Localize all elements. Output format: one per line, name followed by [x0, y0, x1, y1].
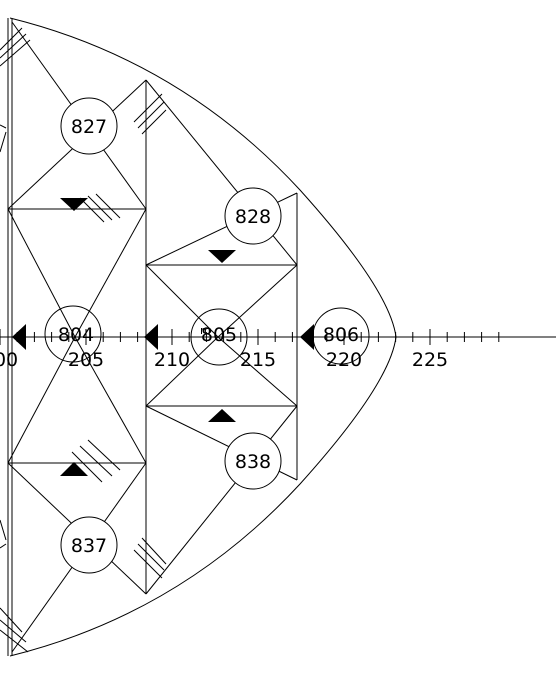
axis-tick-label: 220: [326, 349, 362, 371]
circle-827: [60, 97, 118, 155]
circle-804: [44, 305, 102, 363]
circle-805: [190, 308, 248, 366]
circle-806: [312, 307, 370, 365]
triangle-down-right: [208, 250, 236, 263]
axis-tick-labels: 200 205 210 215 220 225: [0, 349, 448, 371]
axis-tick-label: 210: [154, 349, 190, 371]
node-label-838: 838: [235, 451, 271, 473]
circle-837: [60, 516, 118, 574]
axis-tick-label: 200: [0, 349, 18, 371]
truss-members: [0, 21, 298, 653]
node-circles: [44, 97, 370, 574]
triangle-up-left: [60, 462, 88, 476]
circle-838: [224, 432, 282, 490]
node-label-837: 837: [71, 535, 107, 557]
node-label-828: 828: [235, 206, 271, 228]
node-labels: 827 828 804 805 806 838 837: [58, 116, 359, 557]
axis-tick-label: 215: [240, 349, 276, 371]
axis-tick-label: 225: [412, 349, 448, 371]
node-label-806: 806: [323, 324, 359, 346]
triangle-up-right: [208, 409, 236, 422]
triangle-down-left: [60, 198, 88, 211]
hatch-marks: [0, 27, 167, 653]
node-label-827: 827: [71, 116, 107, 138]
node-label-805: 805: [201, 324, 237, 346]
axis-tick-label: 205: [68, 349, 104, 371]
axis-ticks: [0, 329, 500, 345]
node-label-804: 804: [58, 324, 94, 346]
circle-828: [224, 187, 282, 245]
small-mark-m: m: [200, 324, 211, 337]
